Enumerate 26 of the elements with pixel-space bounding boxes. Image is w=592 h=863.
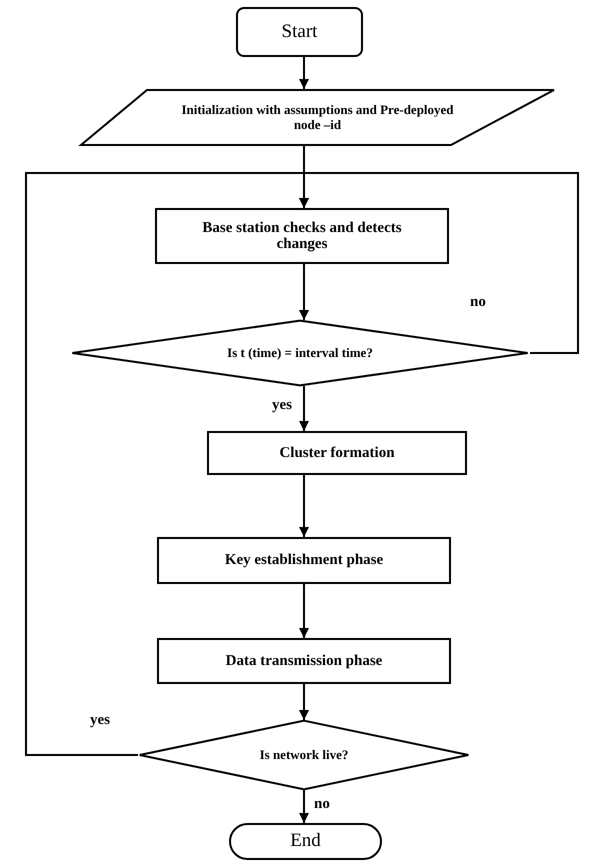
- arrow: [299, 172, 579, 354]
- node-label: Initialization with assumptions and Pre-deployed node –id: [180, 103, 455, 132]
- arrow: [299, 584, 309, 638]
- process-box: [155, 208, 449, 264]
- node-label: End: [290, 831, 321, 852]
- decision-diamond: [138, 720, 470, 790]
- arrow: [299, 790, 309, 823]
- node-label: Base station checks and detects changes: [201, 220, 403, 252]
- decision-diamond: [70, 320, 530, 386]
- end-terminal: [229, 823, 382, 860]
- start-terminal: [236, 7, 363, 57]
- arrow: [299, 57, 309, 89]
- process-box: [207, 431, 467, 475]
- node-label: Cluster formation: [279, 444, 395, 462]
- process-box: [157, 638, 451, 684]
- input-parallelogram: [80, 89, 555, 146]
- node-label: Start: [282, 22, 318, 42]
- arrow: [299, 264, 309, 320]
- arrow: [299, 386, 309, 431]
- node-label: Key establishment phase: [224, 552, 384, 569]
- node-label: Is t (time) = interval time?: [227, 346, 373, 360]
- node-label: Is network live?: [260, 748, 348, 762]
- process-box: [157, 537, 451, 584]
- node-label: Data transmission phase: [226, 652, 382, 670]
- arrow: [299, 475, 309, 537]
- arrow: [299, 684, 309, 720]
